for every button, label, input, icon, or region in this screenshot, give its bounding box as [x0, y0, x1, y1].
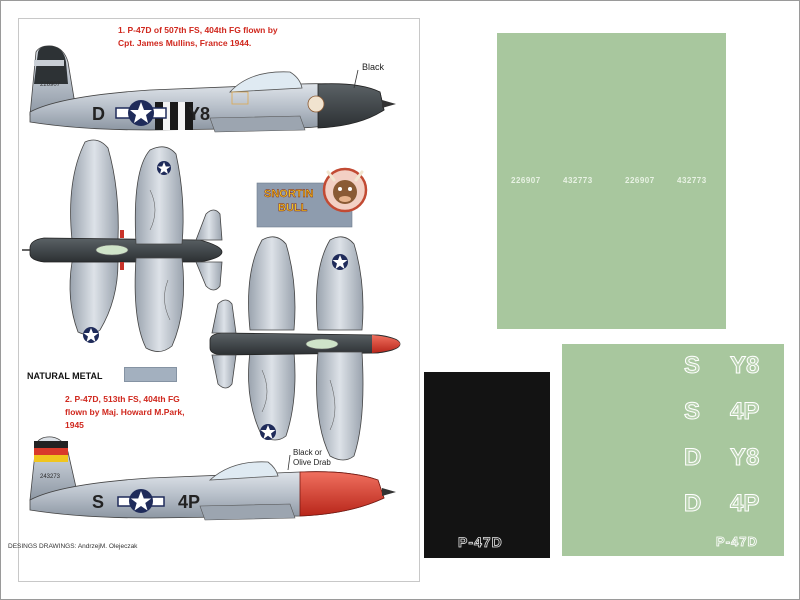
profile-2-caption-line2: flown by Maj. Howard M.Park, [65, 407, 185, 417]
mask-letter-2: Y8 [729, 352, 760, 380]
profile-1-top-view [22, 139, 223, 335]
profile-1-caption: 1. P-47D of 507th FS, 404th FG flown by … [118, 24, 328, 50]
profile-2-caption-line1: 2. P-47D, 513th FS, 404th FG [65, 394, 180, 404]
profile-1-side-view [29, 45, 396, 133]
mask-letter-6: Y8 [729, 444, 760, 472]
profile-2-code-right: 4P [178, 492, 201, 512]
code-mask-label: P-47D [716, 534, 758, 550]
mask-letter-4: 4P [729, 398, 760, 426]
mask-serial-4: 432773 [677, 176, 707, 185]
mask-letter-7: D [683, 490, 702, 518]
profile-2-caption: 2. P-47D, 513th FS, 404th FG flown by Ma… [65, 393, 235, 432]
nose-art-badge [256, 167, 368, 228]
profile-2-underside [316, 236, 364, 461]
profile-2-code-left: S [92, 492, 105, 512]
mask-letter-5: D [683, 444, 702, 472]
code-letter-mask-sheet: S Y8 S 4P D Y8 D 4P P-47D [562, 344, 784, 556]
profile-1-caption-line1: 1. P-47D of 507th FS, 404th FG flown by [118, 25, 278, 35]
profile-2-top-view [209, 236, 401, 441]
callout-2-line2: Olive Drab [293, 458, 331, 467]
profile-2-caption-line3: 1945 [65, 420, 84, 430]
nose-art-text-line2: BULL [278, 202, 308, 214]
mask-serial-3: 226907 [625, 176, 655, 185]
profile-1-underside [134, 146, 185, 352]
profile-1-serial: 226907 [40, 82, 61, 88]
drawing-credit: DESINGS DRAWINGS: AndrzejM. Olejeczak [8, 543, 138, 550]
callout-black: Black [362, 62, 385, 72]
profile-1-code-left: D [92, 104, 105, 124]
callout-black-or-olive-drab: Black or Olive Drab [293, 448, 331, 468]
natural-metal-swatch [124, 367, 177, 382]
mask-letter-8: 4P [729, 490, 760, 518]
nose-art-text-line1: SNORTIN [264, 188, 314, 200]
profile-2-serial: 243273 [40, 474, 61, 480]
natural-metal-label: NATURAL METAL [27, 371, 103, 381]
callout-2-line1: Black or [293, 448, 322, 457]
mask-serial-1: 226907 [511, 176, 541, 185]
profile-2-side-view [29, 436, 396, 521]
profile-1-caption-line2: Cpt. James Mullins, France 1944. [118, 38, 252, 48]
canopy-mask-sheet: P-47D [424, 372, 550, 558]
mask-serial-2: 432773 [563, 176, 593, 185]
canopy-mask-label: P-47D [458, 534, 503, 551]
profile-1-code-right: Y8 [188, 104, 211, 124]
insignia-mask-sheet: 226907 432773 226907 432773 [497, 33, 726, 329]
profile-1-wing-insignia [83, 327, 99, 343]
mask-letter-3: S [683, 398, 701, 426]
mask-letter-1: S [683, 352, 701, 380]
